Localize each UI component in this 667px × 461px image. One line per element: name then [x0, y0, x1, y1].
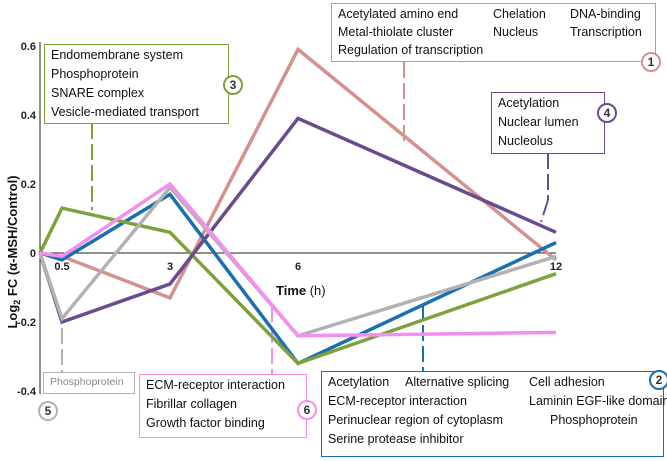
y-tick-label: -0.2 — [17, 317, 36, 329]
annotation-term: Endomembrane system — [51, 48, 184, 62]
annotation-connectors — [61, 62, 549, 374]
annotation-term: Nucleus — [493, 25, 539, 39]
annotation-term: Regulation of transcription — [338, 43, 484, 57]
annotation-term: Phosphoprotein — [50, 376, 124, 388]
annotation-term: Laminin EGF-like domain — [529, 394, 667, 408]
y-tick-label: 0 — [30, 248, 36, 260]
annotation-term: Acetylation — [498, 96, 560, 110]
annotation-term: Phosphoprotein — [51, 67, 139, 81]
x-tick-label: 6 — [295, 261, 301, 273]
x-tick-label: 12 — [550, 261, 562, 273]
y-tick-label: -0.4 — [17, 386, 37, 398]
annotation-term: Alternative splicing — [405, 375, 510, 389]
annotation-badge-6: 6 — [297, 400, 317, 420]
annotation-term: ECM-receptor interaction — [328, 394, 467, 408]
annotation-term: Acetylation — [328, 375, 390, 389]
annotation-box-1: Acetylated amino end Chelation DNA-binding… — [331, 3, 656, 62]
annotation-term: DNA-binding — [570, 7, 641, 21]
series-6-line — [39, 181, 557, 338]
annotation-term: Metal-thiolate cluster — [338, 25, 454, 39]
annotation-badge-4: 4 — [597, 103, 617, 123]
annotation-term: Fibrillar collagen — [146, 397, 238, 411]
annotation-term: Serine protease inhibitor — [328, 432, 464, 446]
y-tick-label: 0.4 — [21, 110, 37, 122]
annotation-term: Chelation — [493, 7, 546, 21]
annotation-badge-5: 5 — [38, 401, 58, 421]
annotation-term: Phosphoprotein — [550, 413, 638, 427]
y-axis-title: Log2 FC (α-MSH/Control) — [5, 175, 22, 328]
annotation-badge-1: 1 — [641, 52, 661, 72]
annotation-box-5: Phosphoprotein — [43, 372, 135, 394]
annotation-badge-3: 3 — [223, 75, 243, 95]
axes — [39, 42, 556, 394]
y-tick-label: 0.6 — [21, 41, 36, 53]
x-ticks: 0.5 3 6 12 — [54, 261, 562, 273]
x-axis-title: Time (h) — [276, 283, 326, 298]
annotation-term: Perinuclear region of cytoplasm — [328, 413, 504, 427]
y-ticks: 0.6 0.4 0.2 0 -0.2 -0.4 — [17, 41, 37, 398]
x-tick-label: 0.5 — [54, 261, 69, 273]
annotation-term: Transcription — [570, 25, 642, 39]
series-5-line — [38, 184, 557, 338]
series-2-line — [39, 191, 557, 366]
connector-4 — [540, 199, 549, 223]
series-lines — [38, 46, 558, 366]
x-tick-label: 3 — [167, 261, 173, 273]
annotation-term: Nuclear lumen — [498, 115, 579, 129]
y-tick-label: 0.2 — [21, 179, 36, 191]
annotation-box-2: Acetylation Alternative splicing Cell adhe… — [321, 371, 667, 457]
annotation-term: Nucleolus — [498, 134, 553, 148]
annotation-term: Acetylated amino end — [338, 7, 459, 21]
annotation-term: ECM-receptor interaction — [146, 378, 285, 392]
annotation-badge-2: 2 — [649, 370, 667, 390]
annotation-term: Cell adhesion — [529, 375, 605, 389]
annotation-term: Growth factor binding — [146, 416, 265, 430]
annotation-term: SNARE complex — [51, 86, 145, 100]
annotation-term: Vesicle-mediated transport — [51, 105, 199, 119]
